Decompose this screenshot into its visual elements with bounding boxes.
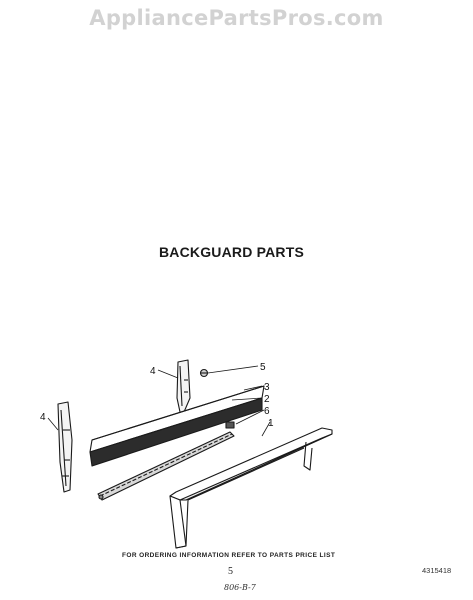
callout-1: 1 [268,418,274,429]
callout-4-upper: 4 [150,366,156,377]
trim-strip [97,431,235,501]
backguard-panel [89,385,265,467]
watermark: AppliancePartsPros.com [89,6,384,30]
end-bracket-lower [57,401,73,493]
page-number: 5 [228,566,233,577]
handwritten-mark: 806-B-7 [224,583,256,592]
callout-2: 2 [264,394,270,405]
ordering-note: FOR ORDERING INFORMATION REFER TO PARTS … [122,552,336,559]
clip [225,421,235,429]
callout-4-lower: 4 [40,412,46,423]
end-bracket-upper [176,359,191,413]
callout-6: 6 [264,406,270,417]
leader-lines [47,365,271,437]
callout-3: 3 [264,382,270,393]
backguard-cover [169,427,333,549]
part-code: 4315418 [422,566,452,575]
diagram-title: BACKGUARD PARTS [158,244,305,260]
callout-5: 5 [260,362,266,373]
screw [199,368,209,378]
